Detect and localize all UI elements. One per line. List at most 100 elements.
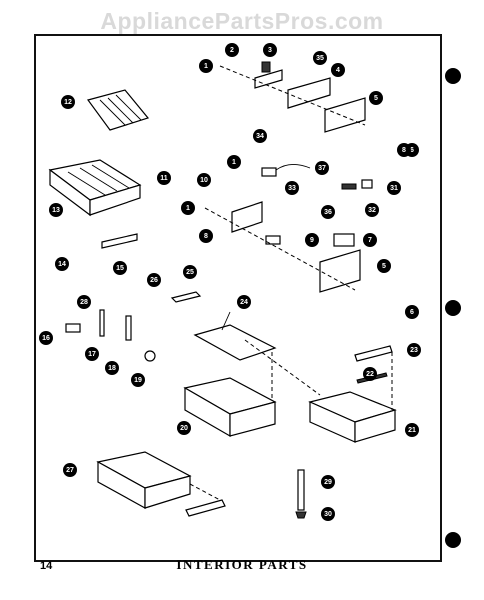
callout-31: 31 [387,181,401,195]
callout-36: 36 [321,205,335,219]
part-20-crisper-drawer [183,377,277,438]
part-23-strip [354,345,393,362]
callout-label: 6 [410,309,414,316]
callout-28: 28 [77,295,91,309]
callout-1: 1 [227,155,241,169]
callout-label: 29 [324,479,332,486]
callout-label: 8 [402,147,406,154]
callout-label: 13 [52,207,60,214]
callout-11: 11 [157,171,171,185]
callout-5: 5 [369,91,383,105]
callout-label: 16 [42,335,50,342]
callout-label: 34 [256,133,264,140]
callout-3: 3 [263,43,277,57]
binder-hole-middle [445,300,461,316]
callout-34: 34 [253,129,267,143]
callout-label: 17 [88,351,96,358]
callout-12: 12 [61,95,75,109]
callout-29: 29 [321,475,335,489]
binder-hole-bottom [445,532,461,548]
part-19-knob [144,350,156,362]
callout-label: 1 [232,159,236,166]
middle-control-housing [204,201,361,293]
part-30-foot [295,511,307,519]
callout-label: 21 [408,427,416,434]
callout-label: 30 [324,511,332,518]
part-15-rail [101,233,138,249]
callout-label: 2 [230,47,234,54]
callout-8: 8 [199,229,213,243]
part-27-drawer [96,451,226,517]
part-24-crisper-cover [193,311,277,361]
callout-label: 7 [368,237,372,244]
page-number: 14 [40,560,53,572]
callout-8: 8 [397,143,411,157]
callout-label: 19 [134,377,142,384]
callout-label: 37 [318,165,326,172]
page-title: INTERIOR PARTS [176,557,308,572]
callout-label: 10 [200,177,208,184]
callout-37: 37 [315,161,329,175]
callout-label: 3 [268,47,272,54]
callout-13: 13 [49,203,63,217]
part-16-switch [65,323,81,333]
callout-label: 15 [116,265,124,272]
callout-label: 32 [368,207,376,214]
callout-label: 27 [66,467,74,474]
binder-hole-top [445,68,461,84]
callout-15: 15 [113,261,127,275]
callout-label: 20 [180,425,188,432]
part-32-clip [341,183,357,190]
callout-5: 5 [377,259,391,273]
callout-label: 14 [58,261,66,268]
callout-1: 1 [181,201,195,215]
callout-16: 16 [39,331,53,345]
callout-label: 8 [204,233,208,240]
callout-7: 7 [363,233,377,247]
callout-20: 20 [177,421,191,435]
callout-26: 26 [147,273,161,287]
callout-22: 22 [363,367,377,381]
callout-2: 2 [225,43,239,57]
top-control-housing [219,61,366,133]
callout-4: 4 [331,63,345,77]
callout-1: 1 [199,59,213,73]
callout-label: 25 [186,269,194,276]
callout-30: 30 [321,507,335,521]
callout-label: 28 [80,299,88,306]
callout-label: 31 [390,185,398,192]
callout-10: 10 [197,173,211,187]
callout-label: 6 [410,147,414,154]
callout-label: 23 [410,347,418,354]
callout-33: 33 [285,181,299,195]
callout-label: 11 [160,175,168,182]
callout-24: 24 [237,295,251,309]
page-frame [34,34,442,562]
guide-line [244,339,321,396]
callout-label: 9 [310,237,314,244]
callout-label: 5 [382,263,386,270]
callout-label: 35 [316,55,324,62]
callout-label: 5 [374,95,378,102]
part-29-post [297,469,305,511]
part-12-tray [86,89,150,131]
callout-35: 35 [313,51,327,65]
callout-label: 36 [324,209,332,216]
callout-label: 4 [336,67,340,74]
callout-25: 25 [183,265,197,279]
part-33-thermostat [261,164,311,177]
callout-21: 21 [405,423,419,437]
callout-23: 23 [407,343,421,357]
watermark: AppliancePartsPros.com [100,8,384,34]
callout-6: 6 [405,305,419,319]
part-13-drawer [48,159,142,217]
callout-9: 9 [305,233,319,247]
part-17-bracket [99,309,105,337]
part-25-support [170,291,202,303]
callout-label: 33 [288,185,296,192]
callout-label: 22 [366,371,374,378]
part-18-bracket [125,315,132,341]
part-31-clip [361,179,373,189]
